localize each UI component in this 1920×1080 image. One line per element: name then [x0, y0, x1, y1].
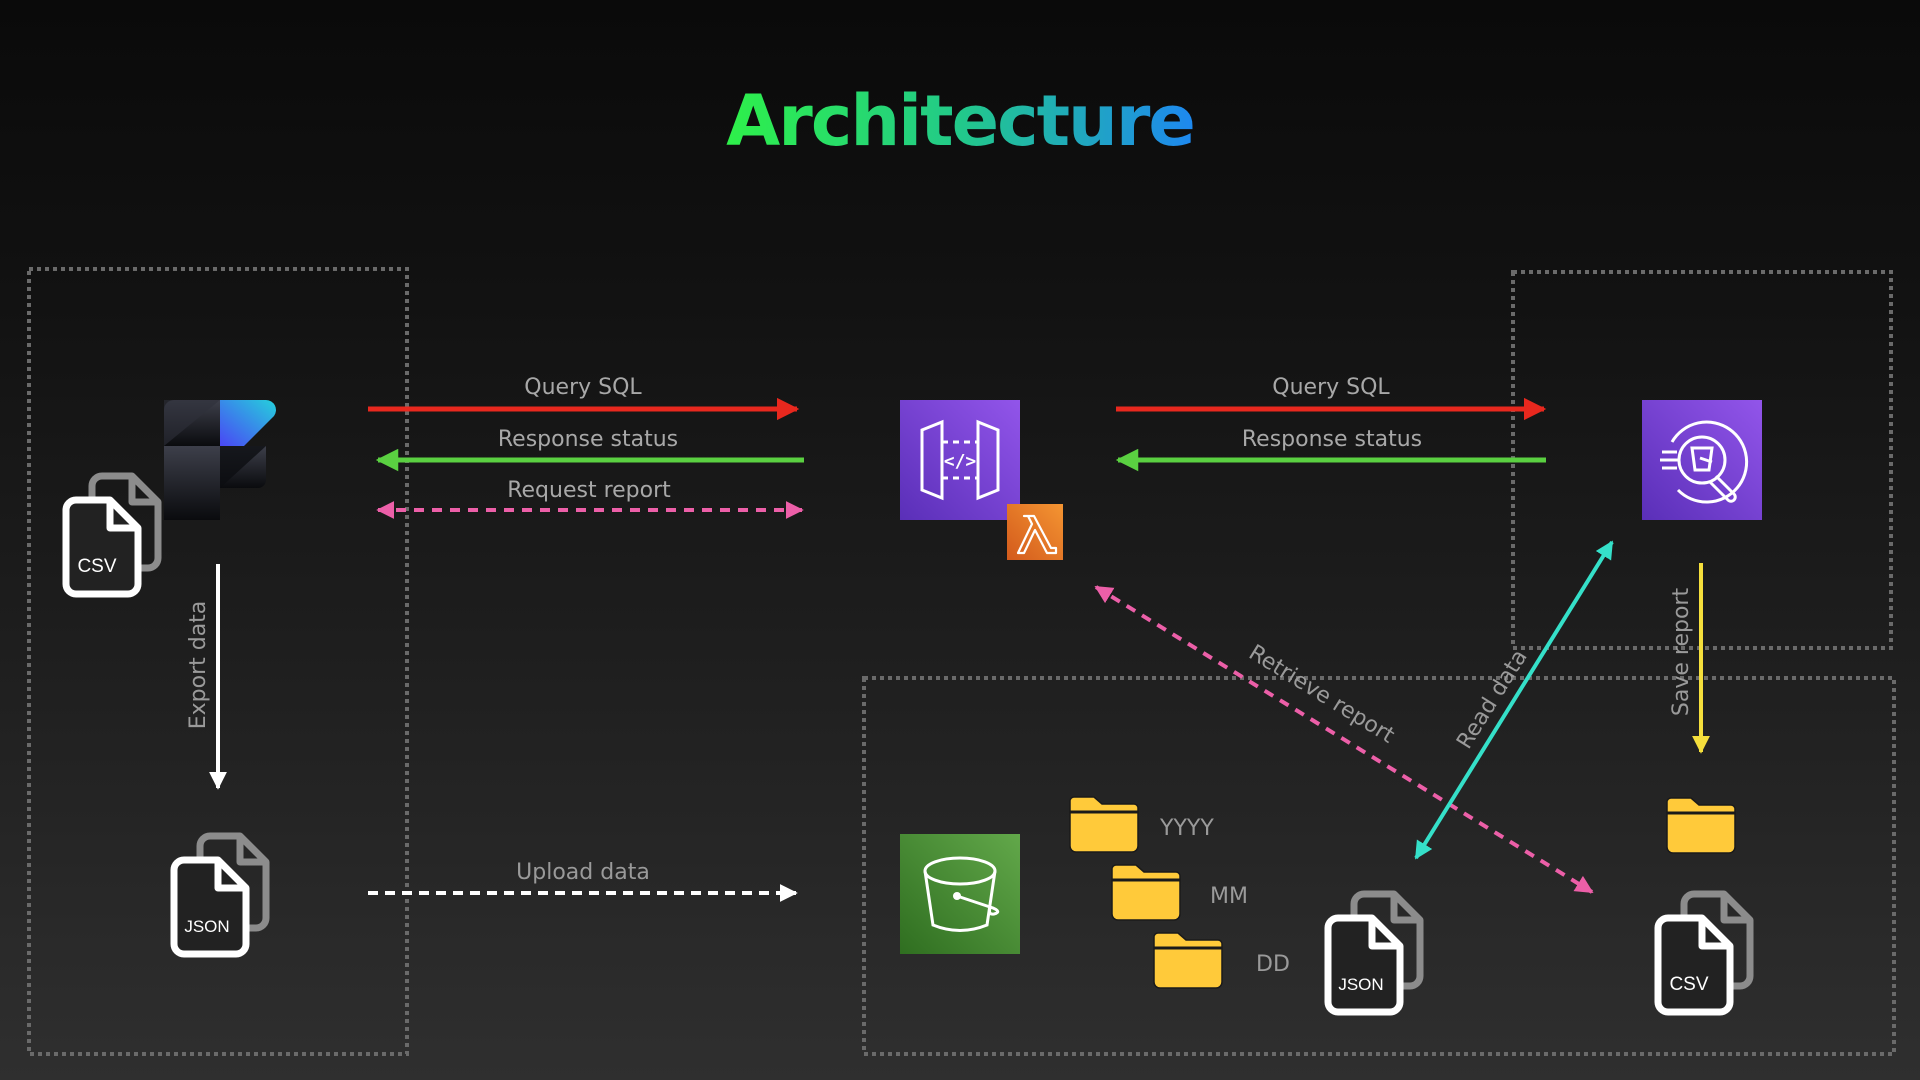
query-sql-label-1: Query SQL [524, 375, 642, 400]
request-report-label: Request report [507, 478, 671, 503]
s3-json-badge: JSON [1338, 975, 1383, 994]
source-csv-badge: CSV [77, 556, 116, 577]
save-report-label: Save report [1669, 588, 1694, 717]
report-folder-icon [1665, 796, 1737, 855]
folder-mm-icon [1110, 863, 1182, 922]
s3-bucket-icon [900, 834, 1020, 954]
folder-dd-icon [1152, 931, 1224, 990]
page-title: Architecture [0, 80, 1920, 162]
read-data-arrow [1414, 540, 1614, 860]
export-data-label: Export data [186, 601, 211, 730]
app-logo-icon [164, 400, 276, 520]
response-status-label-2: Response status [1242, 427, 1422, 452]
source-group-box [27, 267, 409, 1056]
export-json-files-icon: JSON [174, 836, 266, 954]
source-csv-files-icon: CSV [66, 476, 158, 594]
s3-json-files-icon: JSON [1328, 894, 1420, 1012]
lambda-icon [1007, 504, 1063, 560]
title-text: Architecture [726, 80, 1196, 162]
report-csv-files-icon: CSV [1658, 894, 1750, 1012]
upload-data-label: Upload data [516, 860, 650, 885]
svg-text:</>: </> [944, 451, 977, 472]
api-gateway-icon: </> [900, 400, 1020, 520]
folder-dd-label: DD [1256, 952, 1290, 977]
query-sql-label-2: Query SQL [1272, 375, 1390, 400]
folder-mm-label: MM [1210, 884, 1248, 909]
retrieve-report-arrow [1094, 585, 1594, 894]
response-status-label-1: Response status [498, 427, 678, 452]
export-json-badge: JSON [184, 917, 229, 936]
report-csv-badge: CSV [1669, 974, 1708, 995]
athena-icon [1642, 400, 1762, 520]
folder-yyyy-icon [1068, 795, 1140, 854]
folder-yyyy-label: YYYY [1159, 816, 1214, 841]
